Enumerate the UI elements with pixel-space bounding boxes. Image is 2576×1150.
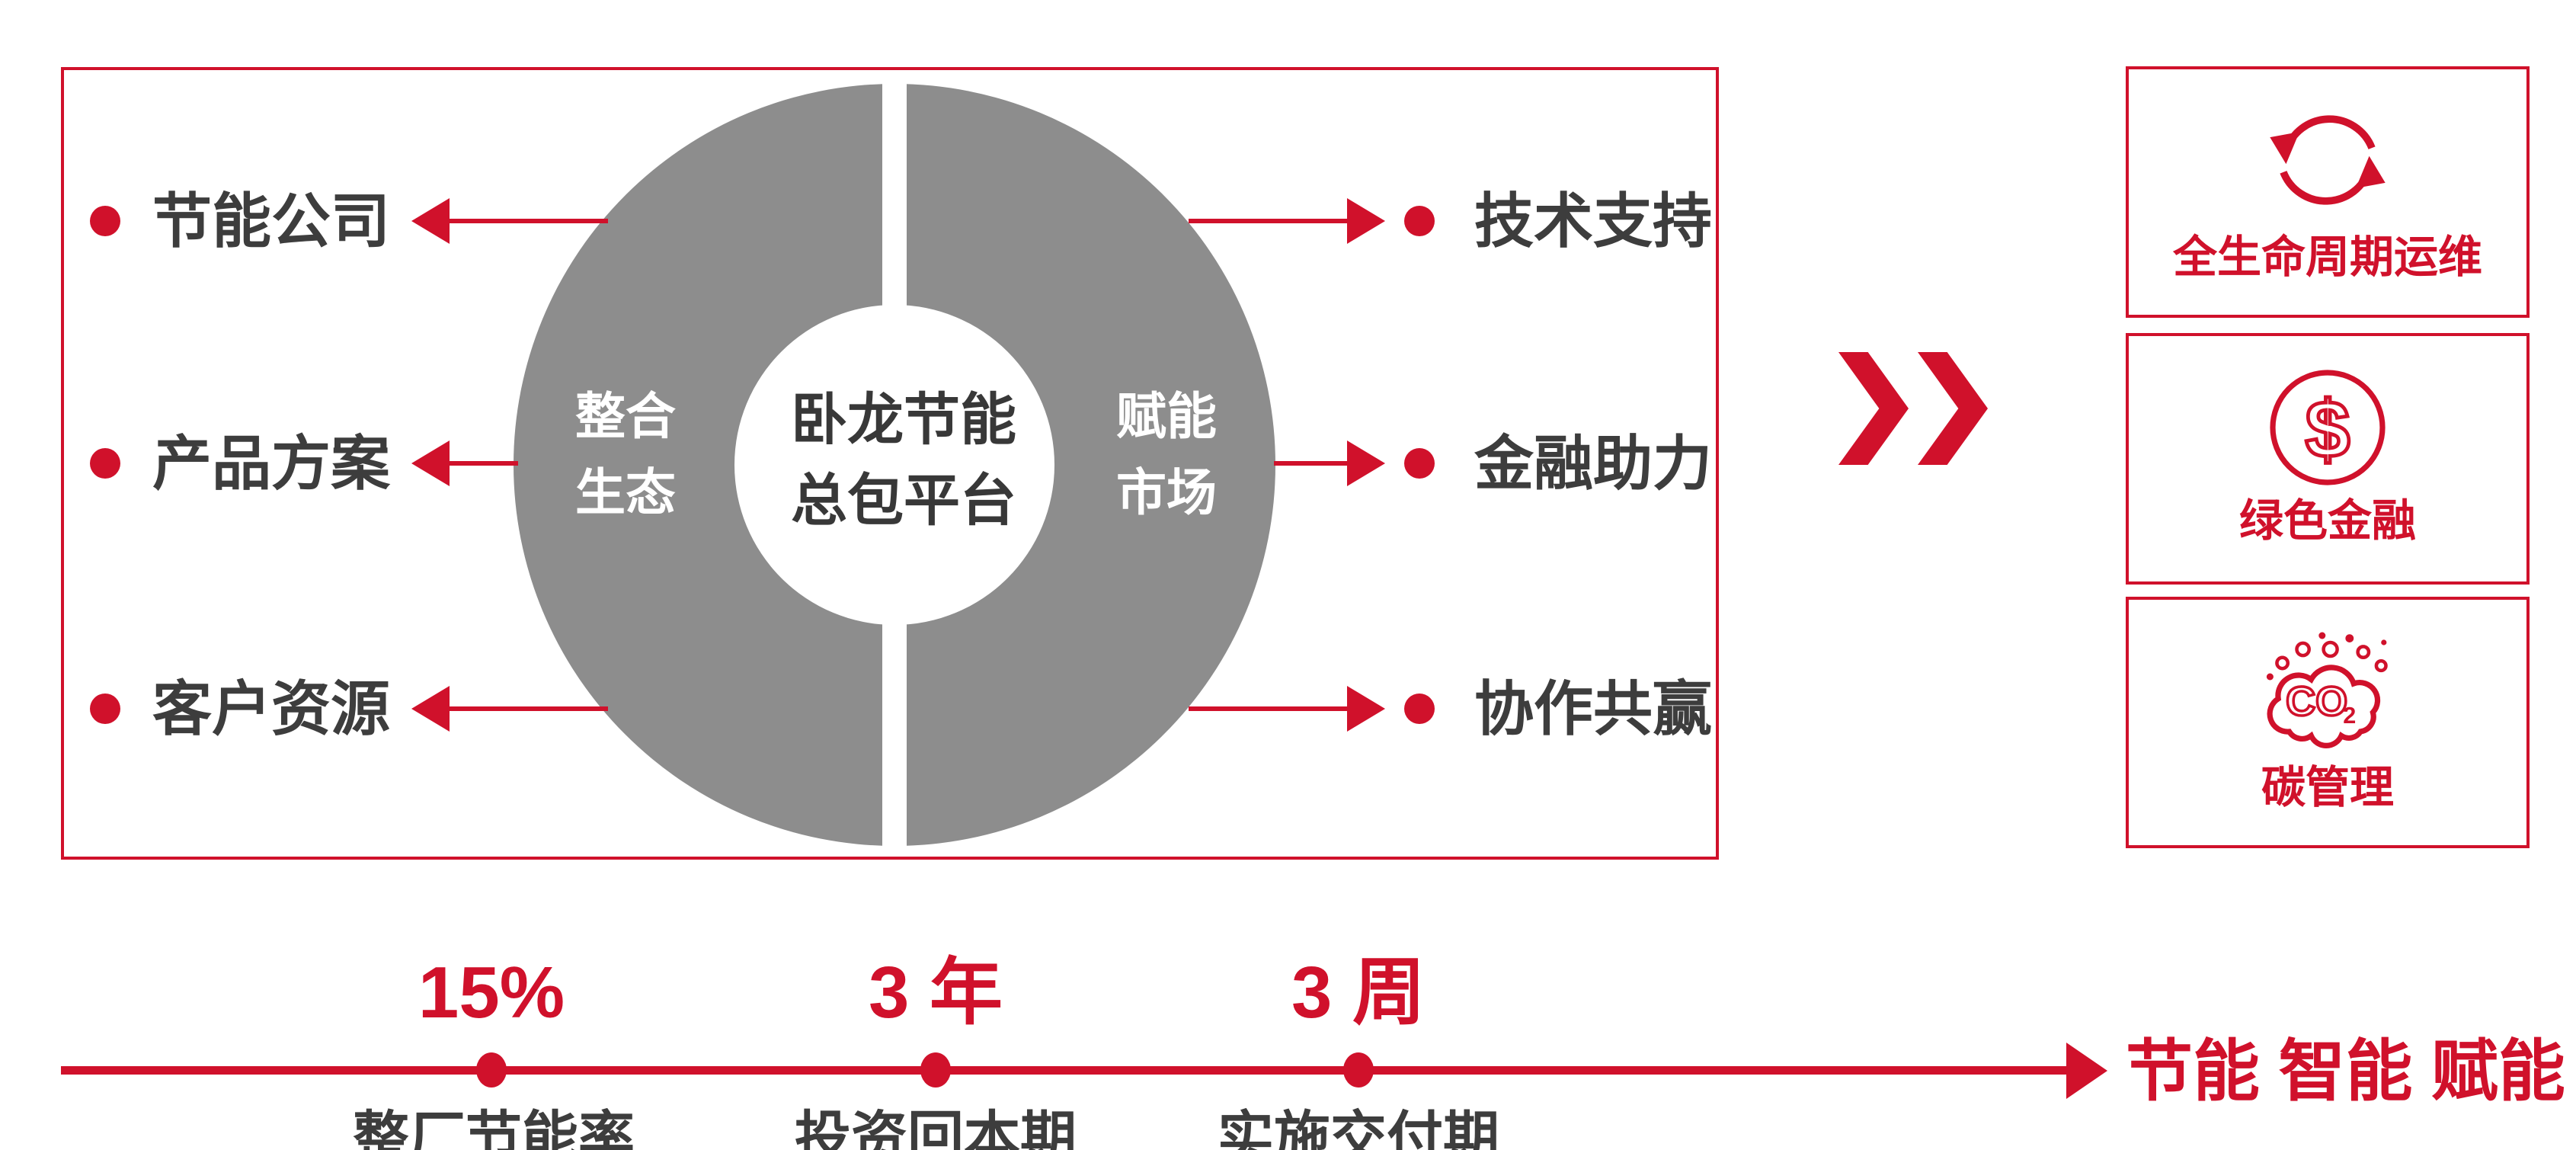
donut-left-half-line2: 生态 <box>575 464 676 521</box>
bullet-icon <box>90 694 120 724</box>
outcome-card-label: 全生命周期运维 <box>2172 232 2482 282</box>
arrow-left-icon <box>411 198 450 244</box>
arrow-right-icon <box>1347 686 1385 732</box>
arrow-left-icon <box>411 440 450 486</box>
arrow-line <box>448 219 608 223</box>
outcome-card-lifecycle: 全生命周期运维 <box>2126 66 2530 318</box>
donut-left-half-line1: 整合 <box>575 388 676 444</box>
donut-center-circle <box>734 305 1054 625</box>
outcome-card-label: 碳管理 <box>2261 763 2394 812</box>
donut-left-half-label: 整合 生态 <box>546 378 706 530</box>
bullet-icon <box>90 448 120 479</box>
platform-title-line2: 总包平台 <box>791 469 1016 532</box>
timeline-line <box>61 1066 2069 1075</box>
arrow-left-icon <box>411 686 450 732</box>
outcome-card-carbon: CO 2 碳管理 <box>2126 597 2530 848</box>
milestone-value: 3 年 <box>868 952 1003 1033</box>
arrow-right-icon <box>1347 198 1385 244</box>
bullet-icon <box>1404 206 1435 236</box>
donut-right-half-line1: 赋能 <box>1116 388 1217 444</box>
arrow-line <box>1274 461 1347 466</box>
outcome-card-green-finance: $ 绿色金融 <box>2126 333 2530 585</box>
timeline-dot <box>920 1052 951 1088</box>
platform-title: 卧龙节能 总包平台 <box>742 380 1065 541</box>
dollar-coin-icon: $ <box>2267 360 2389 495</box>
outcome-card-label: 绿色金融 <box>2238 496 2416 546</box>
bullet-icon <box>1404 448 1435 479</box>
timeline-arrowhead-icon <box>2066 1043 2107 1099</box>
milestone-label: 实施交付期 <box>1218 1106 1499 1150</box>
double-chevron-icon <box>1838 352 1909 465</box>
svg-text:CO: CO <box>2286 678 2347 724</box>
arrow-line <box>1189 219 1347 223</box>
right-item-label: 金融助力 <box>1474 430 1713 497</box>
right-item-label: 协作共赢 <box>1474 675 1713 742</box>
donut-right-half-label: 赋能 市场 <box>1086 378 1246 530</box>
right-item-label: 技术支持 <box>1474 187 1713 255</box>
co2-cloud-icon: CO 2 <box>2244 620 2411 761</box>
arrow-line <box>448 461 518 466</box>
double-chevron-icon <box>1918 352 1988 465</box>
platform-title-line1: 卧龙节能 <box>791 388 1016 451</box>
slogan-text: 节能 智能 赋能 <box>2126 1033 2565 1109</box>
left-item-label: 客户资源 <box>152 675 391 742</box>
arrow-line <box>1189 706 1347 711</box>
bullet-icon <box>90 206 120 236</box>
bullet-icon <box>1404 694 1435 724</box>
lifecycle-sync-icon <box>2261 89 2395 231</box>
timeline-dot <box>476 1052 507 1088</box>
timeline-dot <box>1343 1052 1374 1088</box>
left-item-label: 节能公司 <box>152 187 391 255</box>
milestone-label: 投资回本期 <box>795 1106 1077 1150</box>
left-item-label: 产品方案 <box>152 430 391 497</box>
arrow-right-icon <box>1347 440 1385 486</box>
arrow-line <box>448 706 608 711</box>
milestone-label: 整厂节能率 <box>353 1106 635 1150</box>
svg-text:2: 2 <box>2343 703 2356 729</box>
milestone-value: 15% <box>418 952 565 1033</box>
svg-text:$: $ <box>2306 384 2350 474</box>
donut-right-half-line2: 市场 <box>1116 464 1217 521</box>
platform-box <box>61 67 1719 860</box>
milestone-value: 3 周 <box>1291 952 1426 1033</box>
